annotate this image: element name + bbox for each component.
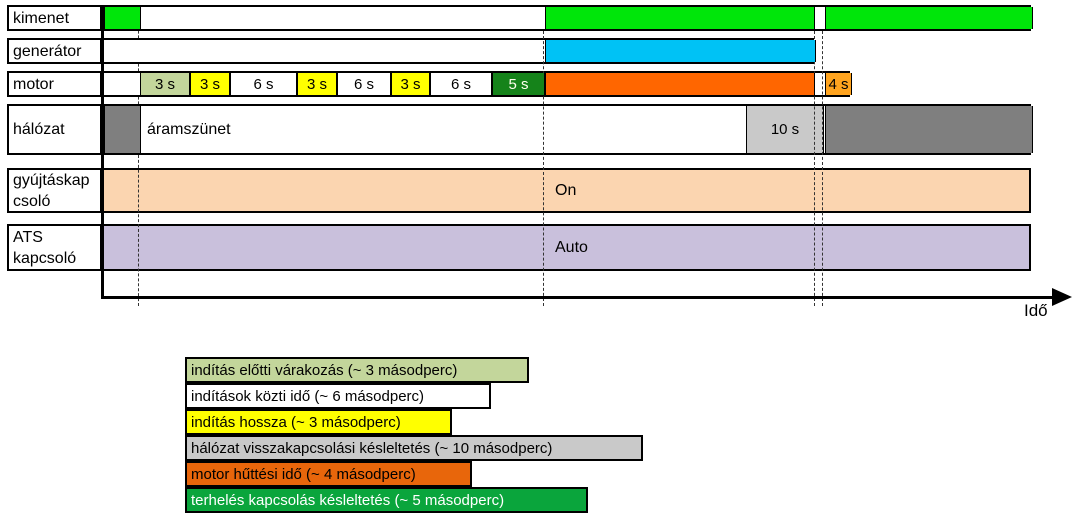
- legend-item-between-starts: indítások közti idő (~ 6 másodperc): [185, 383, 491, 409]
- track-kimenet: [102, 5, 1033, 31]
- dashed-guide-line: [138, 155, 139, 306]
- row-ats-kapcsolo: ATS kapcsoló Auto: [7, 224, 1031, 271]
- row-halozat: hálózat 10 s áramszünet: [7, 104, 1033, 155]
- start-attempt-2-3s-block: 3 s: [297, 73, 337, 95]
- row-label-generator: generátor: [7, 38, 102, 64]
- track-generator: [102, 38, 816, 64]
- engine-cooling-4s-block: 4 s: [825, 73, 852, 95]
- legend-item-load-transfer-delay: terhelés kapcsolás késleltetés (~ 5 máso…: [185, 487, 588, 513]
- track-gyujtaskapcsolo: On: [102, 168, 1031, 213]
- engine-running-block: [545, 73, 815, 95]
- dashed-guide-line: [822, 31, 823, 306]
- legend-item-engine-cooling-time: motor hűttési idő (~ 4 másodperc): [185, 461, 472, 487]
- mains-return-delay-10s-block: 10 s: [746, 106, 824, 153]
- legend-item-mains-return-delay: hálózat visszakapcsolási késleltetés (~ …: [185, 435, 643, 461]
- mains-present-after-block: [825, 106, 1033, 153]
- track-halozat: 10 s áramszünet: [102, 104, 1033, 155]
- dashed-guide-line: [138, 31, 139, 38]
- between-starts-1-6s-block: 6 s: [230, 73, 297, 95]
- power-outage-label: áramszünet: [147, 120, 231, 138]
- row-label-motor: motor: [7, 71, 102, 97]
- row-kimenet: kimenet: [7, 5, 1033, 31]
- time-axis-arrow-icon: [1052, 288, 1072, 306]
- pre-start-wait-3s-block: 3 s: [140, 73, 190, 95]
- legend-item-pre-start-wait: indítás előtti várakozás (~ 3 másodperc): [185, 357, 529, 383]
- time-axis-label: Idő: [1024, 301, 1048, 320]
- row-gyujtaskapcsolo: gyújtáskap csoló On: [7, 168, 1031, 213]
- row-label-kimenet: kimenet: [7, 5, 102, 31]
- time-axis-line: [102, 296, 1052, 299]
- row-label-ats-kapcsolo: ATS kapcsoló: [7, 224, 102, 271]
- dashed-guide-line: [138, 97, 139, 104]
- between-starts-3-6s-block: 6 s: [430, 73, 492, 95]
- ats-auto-label: Auto: [555, 238, 588, 256]
- start-attempt-3-3s-block: 3 s: [391, 73, 430, 95]
- generator-supplying-block: [545, 40, 816, 62]
- dashed-guide-line: [543, 31, 544, 306]
- track-ats-kapcsolo: Auto: [102, 224, 1031, 271]
- row-generator: generátor: [7, 38, 816, 64]
- between-starts-2-6s-block: 6 s: [337, 73, 391, 95]
- row-label-gyujtaskapcsolo: gyújtáskap csoló: [7, 168, 102, 213]
- ignition-on-label: On: [555, 181, 577, 199]
- dashed-guide-line: [138, 64, 139, 71]
- output-on-generator-block: [545, 7, 815, 29]
- start-attempt-1-3s-block: 3 s: [190, 73, 230, 95]
- output-on-initial-block: [104, 7, 141, 29]
- output-on-mains-block: [825, 7, 1033, 29]
- row-label-halozat: hálózat: [7, 104, 102, 155]
- legend-item-start-length: indítás hossza (~ 3 másodperc): [185, 409, 452, 435]
- dashed-guide-line: [814, 31, 815, 306]
- mains-present-before-block: [104, 106, 141, 153]
- load-transfer-delay-5s-block: 5 s: [492, 73, 545, 95]
- vertical-axis-line: [101, 5, 104, 299]
